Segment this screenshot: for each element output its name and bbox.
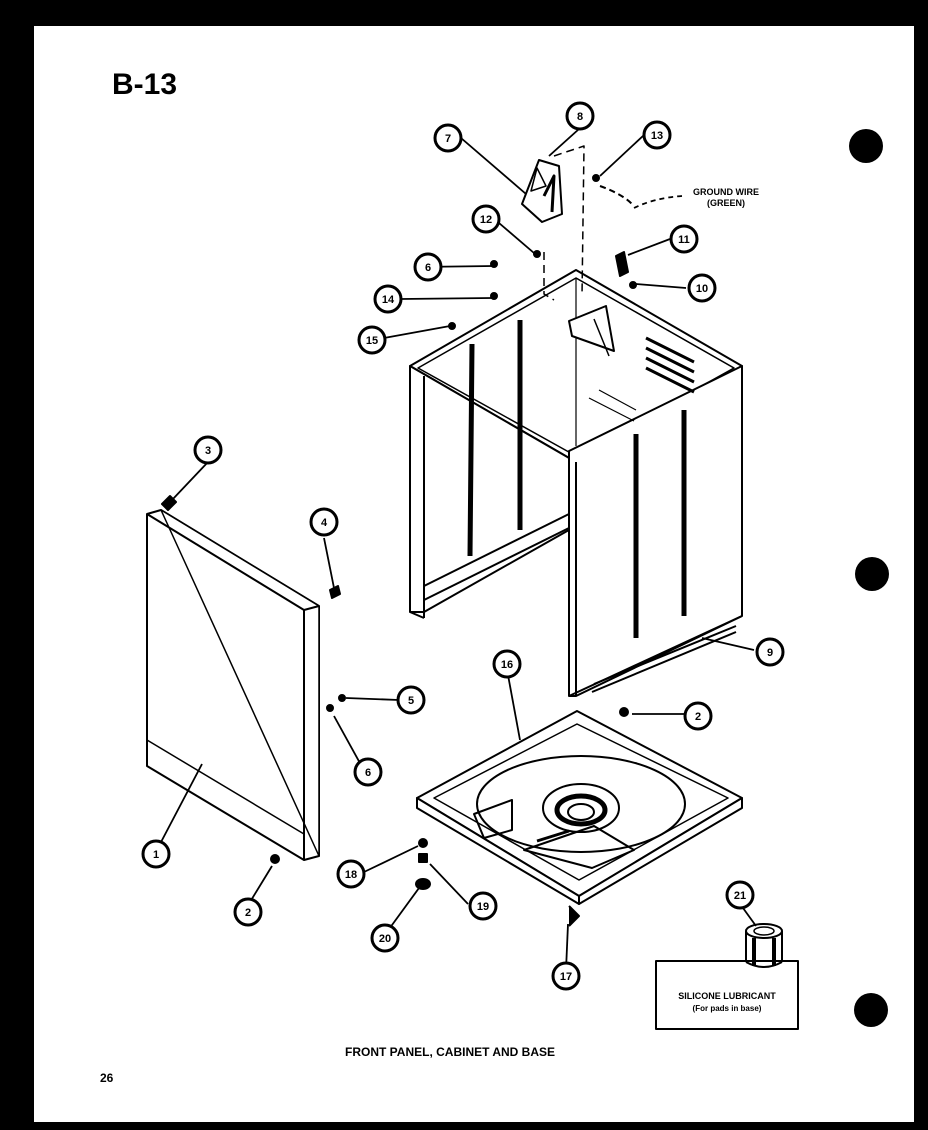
- callout-circle-2b: [683, 701, 713, 731]
- callout-circle-16: [492, 649, 522, 679]
- callout-label-15: 15: [366, 335, 378, 347]
- callout-circle-7: [433, 123, 463, 153]
- callout-circle-5: [396, 685, 426, 715]
- binder-hole-bottom: [854, 993, 888, 1027]
- callout-circle-1: [141, 839, 171, 869]
- callout-circle-21: [725, 880, 755, 910]
- callout-circle-12: [471, 204, 501, 234]
- callout-circle-19: [468, 891, 498, 921]
- lubricant-note: (For pads in base): [693, 1004, 762, 1013]
- callout-circle-3: [193, 435, 223, 465]
- callout-circle-20: [370, 923, 400, 953]
- callout-circle-4: [309, 507, 339, 537]
- binder-hole-middle: [855, 557, 889, 591]
- callout-circle-8: [565, 101, 595, 131]
- hardware-parts: [161, 174, 637, 927]
- section-code: B-13: [112, 68, 177, 101]
- callout-circle-17: [551, 961, 581, 991]
- lubricant-box: [655, 960, 799, 1030]
- callout-label-6b: 6: [365, 767, 371, 779]
- callout-circles: [141, 101, 785, 991]
- callout-label-20: 20: [379, 933, 391, 945]
- diagram-caption: FRONT PANEL, CABINET AND BASE: [345, 1045, 555, 1059]
- callout-label-16: 16: [501, 659, 513, 671]
- ground-wire-label: GROUND WIRE: [693, 187, 759, 197]
- callout-label-21: 21: [734, 890, 746, 902]
- callout-label-14: 14: [382, 294, 395, 306]
- callout-circle-11: [669, 224, 699, 254]
- callout-circle-6a: [413, 252, 443, 282]
- lubricant-title: SILICONE LUBRICANT: [678, 991, 776, 1001]
- callout-circle-9: [755, 637, 785, 667]
- callout-label-17: 17: [560, 971, 572, 983]
- binder-hole-top: [849, 129, 883, 163]
- callout-circle-14: [373, 284, 403, 314]
- callout-label-18: 18: [345, 869, 357, 881]
- callout-label-11: 11: [678, 234, 690, 246]
- callout-label-8: 8: [577, 111, 583, 123]
- page-number: 26: [100, 1071, 114, 1085]
- callout-label-6a: 6: [425, 262, 431, 274]
- front-panel: [146, 509, 320, 861]
- exploded-view-diagram: B-13: [100, 68, 889, 1085]
- ground-wire-color-label: (GREEN): [707, 198, 745, 208]
- callout-label-4: 4: [321, 517, 328, 529]
- callout-label-1: 1: [153, 849, 159, 861]
- callout-label-3: 3: [205, 445, 211, 457]
- callout-label-12: 12: [480, 214, 492, 226]
- callout-label-2b: 2: [695, 711, 701, 723]
- callout-circle-15: [357, 325, 387, 355]
- cabinet-base: [416, 710, 743, 905]
- callout-label-7: 7: [445, 133, 451, 145]
- callout-label-19: 19: [477, 901, 489, 913]
- callout-label-2a: 2: [245, 907, 251, 919]
- wiring-bracket: [521, 145, 585, 301]
- callout-circle-18: [336, 859, 366, 889]
- callout-circle-6b: [353, 757, 383, 787]
- cabinet: [409, 269, 743, 697]
- parts-diagram-page: B-13: [34, 26, 914, 1122]
- callout-label-5: 5: [408, 695, 414, 707]
- callout-label-9: 9: [767, 647, 773, 659]
- callout-circle-10: [687, 273, 717, 303]
- callout-label-13: 13: [651, 130, 663, 142]
- callout-circle-2a: [233, 897, 263, 927]
- callout-circle-13: [642, 120, 672, 150]
- callout-label-10: 10: [696, 283, 708, 295]
